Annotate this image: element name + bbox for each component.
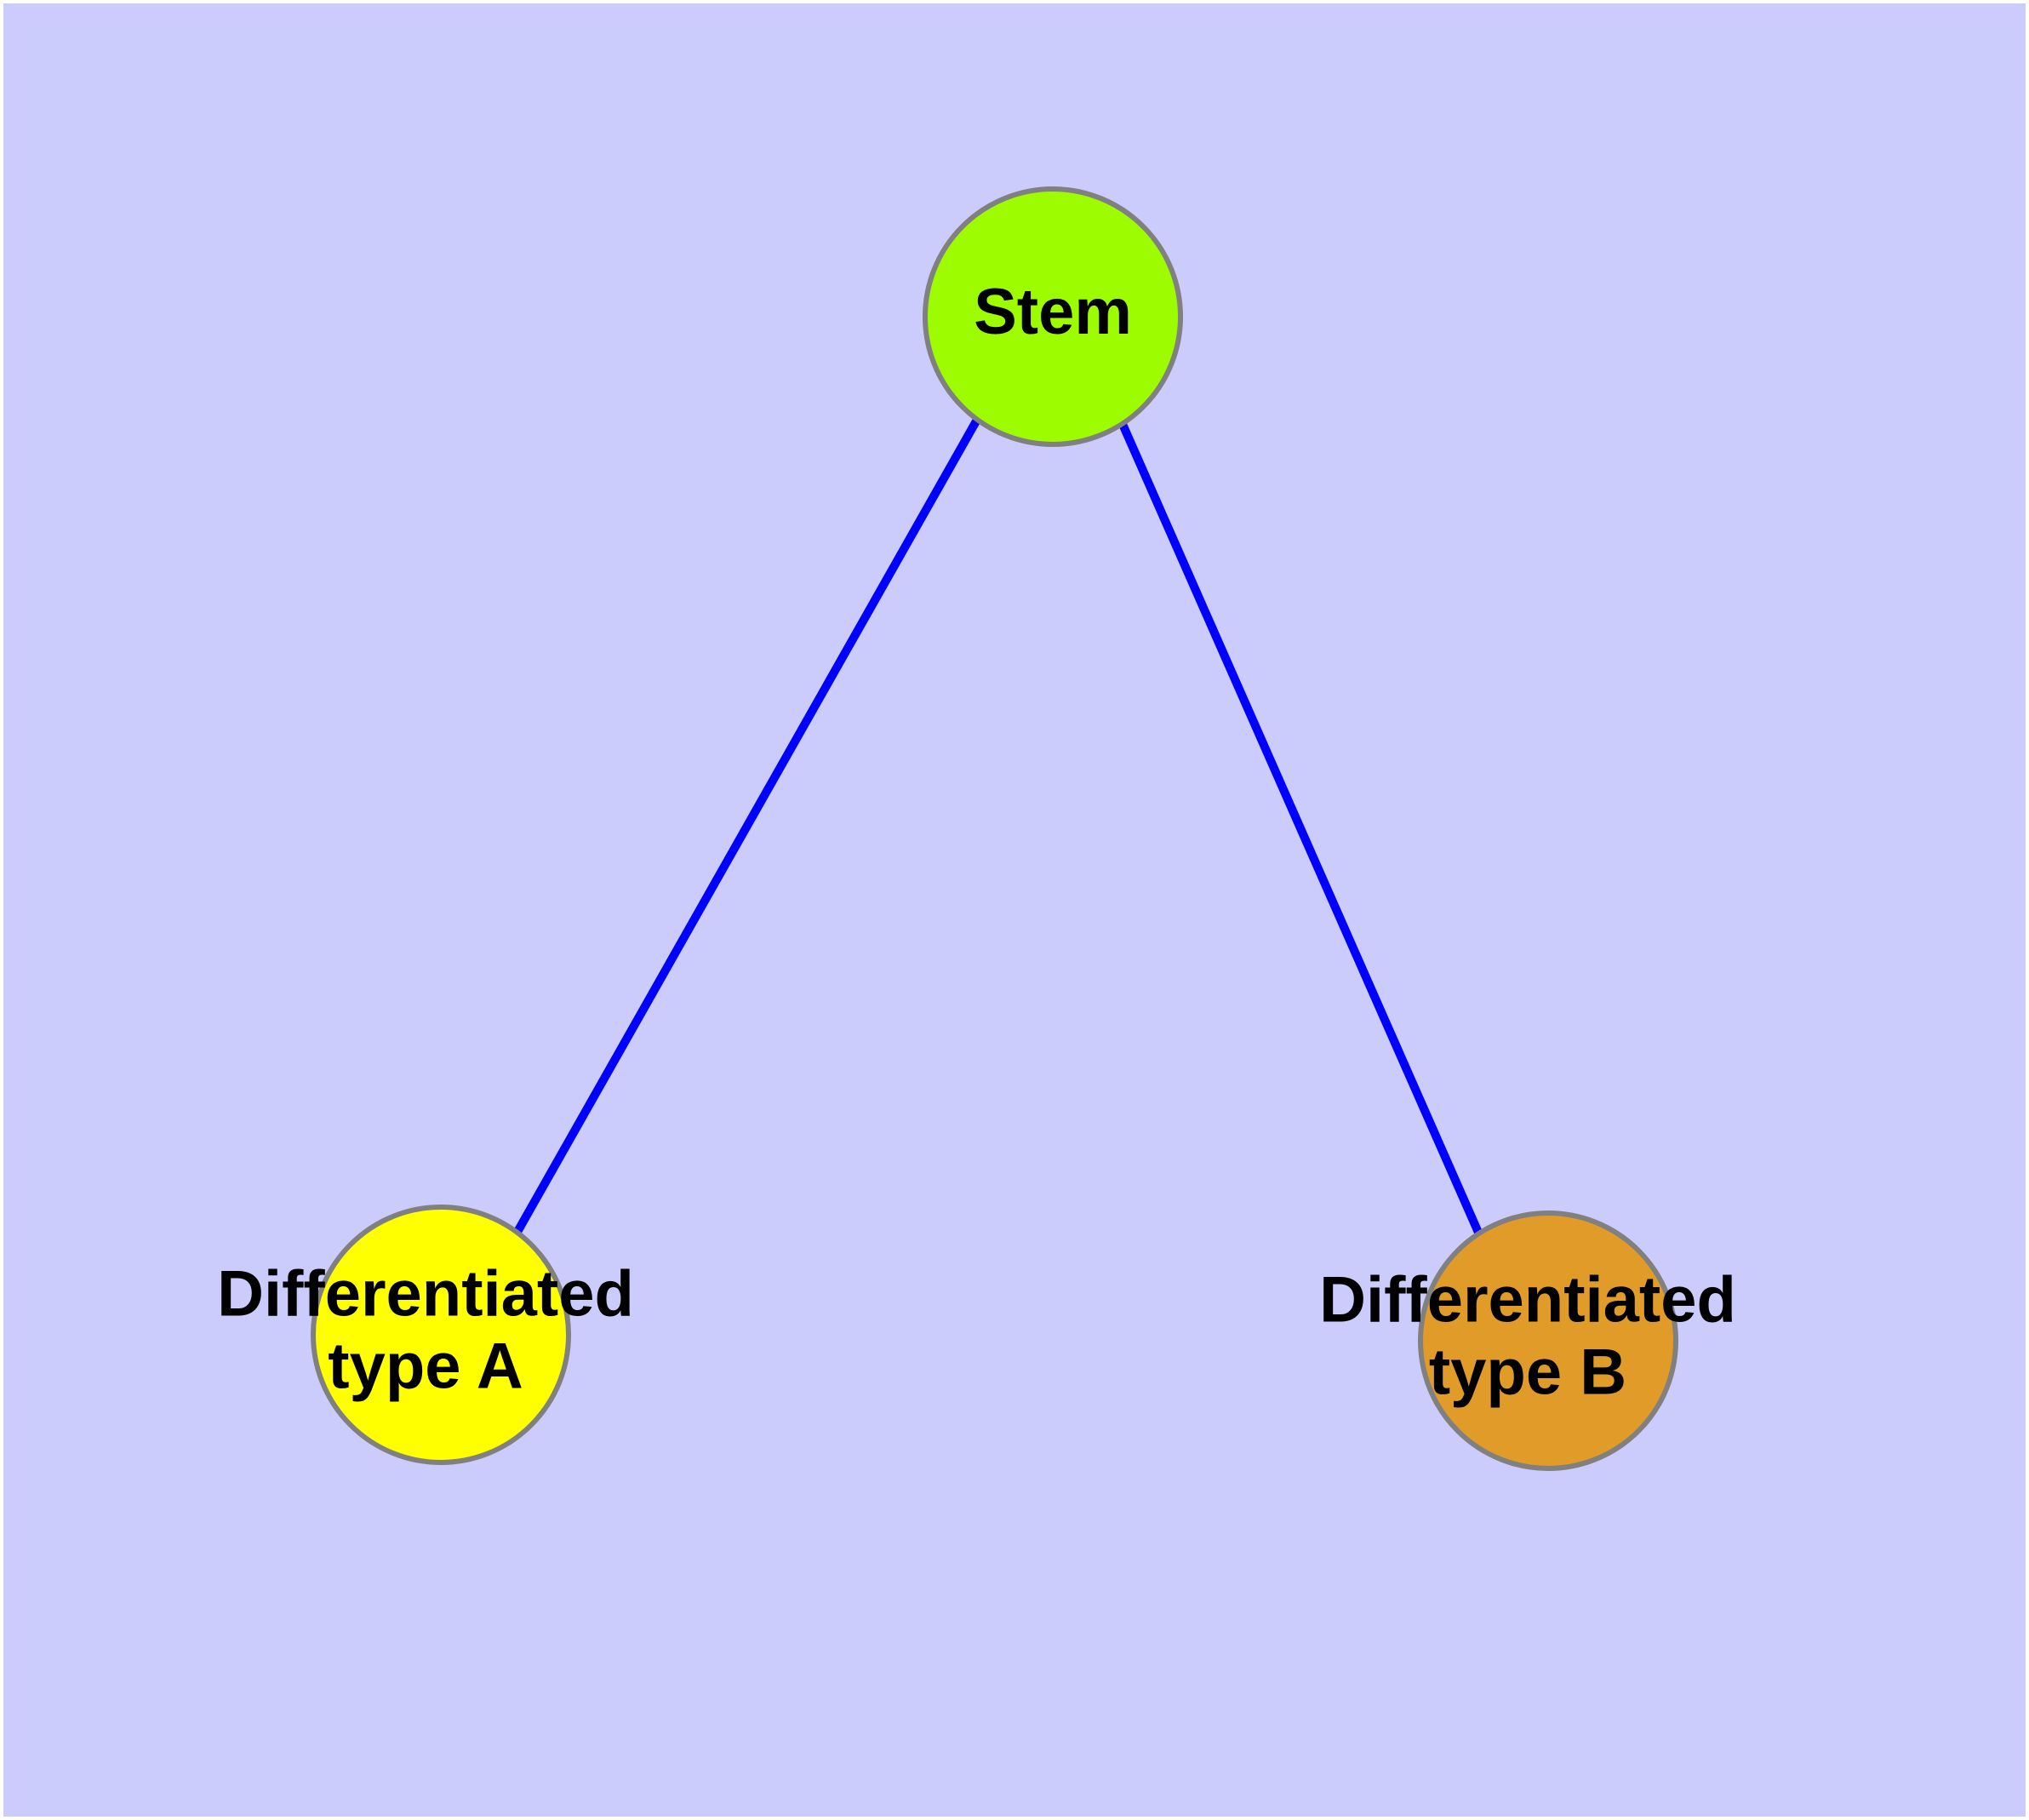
graph-node-diff-b[interactable]: [1418, 1210, 1678, 1471]
graph-edge-stem-to-diff-a[interactable]: [513, 417, 981, 1234]
node-label-line: Differentiated: [1319, 1264, 1736, 1336]
nodes-layer: [311, 186, 1678, 1471]
edges-layer: [513, 417, 1483, 1237]
graph-node-stem[interactable]: [923, 186, 1183, 447]
node-label-line: type A: [328, 1331, 523, 1403]
node-label-line: type B: [1429, 1336, 1626, 1409]
node-label-stem: Stem: [974, 276, 1132, 348]
graph-edge-stem-to-diff-b[interactable]: [1117, 420, 1483, 1237]
graph-node-diff-a[interactable]: [311, 1205, 571, 1465]
node-label-line: Stem: [974, 276, 1132, 348]
node-label-line: Differentiated: [217, 1258, 634, 1331]
